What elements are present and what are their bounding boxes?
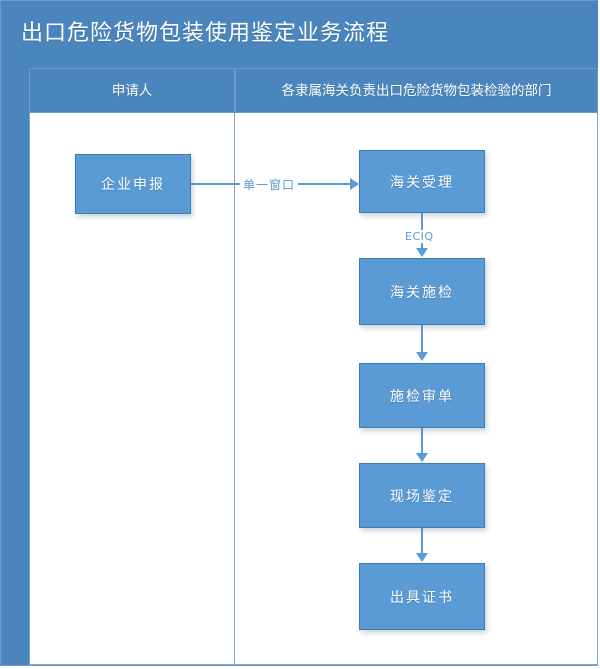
node-customs-acceptance[interactable]: 海关受理 <box>359 150 485 213</box>
left-rail <box>1 68 29 665</box>
arrow-n3-n4 <box>416 352 428 361</box>
node-enterprise-declaration[interactable]: 企业申报 <box>75 154 191 214</box>
node-inspection-document-review-label: 施检审单 <box>390 388 454 405</box>
edge-label-single-window: 单一窗口 <box>240 176 299 193</box>
node-issue-certificate-label: 出具证书 <box>390 589 454 606</box>
node-onsite-appraisal[interactable]: 现场鉴定 <box>359 463 485 528</box>
connector-n4-n5 <box>421 428 423 457</box>
edge-label-eciq: ECIQ <box>402 230 437 243</box>
page-title: 出口危险货物包装使用鉴定业务流程 <box>21 21 390 46</box>
node-customs-inspection-label: 海关施检 <box>390 284 454 301</box>
lane-header-applicant: 申请人 <box>29 68 235 113</box>
node-enterprise-declaration-label: 企业申报 <box>101 177 165 193</box>
arrow-n4-n5 <box>416 453 428 462</box>
node-onsite-appraisal-label: 现场鉴定 <box>390 488 454 505</box>
lane-header-customs-label: 各隶属海关负责出口危险货物包装检验的部门 <box>281 82 552 99</box>
node-customs-acceptance-label: 海关受理 <box>390 174 454 191</box>
arrow-n2-n3 <box>416 248 428 257</box>
node-customs-inspection[interactable]: 海关施检 <box>359 258 485 325</box>
arrow-n5-n6 <box>416 553 428 562</box>
lane-header-applicant-label: 申请人 <box>111 82 153 99</box>
lane-header-customs: 各隶属海关负责出口危险货物包装检验的部门 <box>235 68 598 113</box>
arrow-n1-n2 <box>350 178 359 190</box>
node-inspection-document-review[interactable]: 施检审单 <box>359 363 485 428</box>
connector-n5-n6 <box>421 528 423 557</box>
connector-n3-n4 <box>421 325 423 354</box>
title-bar: 出口危险货物包装使用鉴定业务流程 <box>1 1 598 68</box>
node-issue-certificate[interactable]: 出具证书 <box>359 563 485 630</box>
